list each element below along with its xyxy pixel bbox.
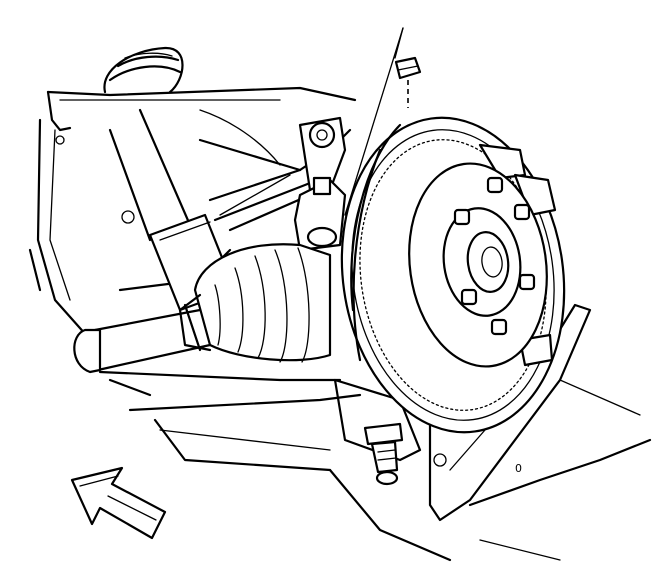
ball-joint (363, 422, 404, 486)
upper-control-arm (208, 116, 352, 222)
wheel-hub (408, 162, 548, 368)
callout-mark: 0 (515, 462, 522, 475)
wheel-stud (460, 288, 478, 306)
wheel-stud (453, 208, 471, 226)
coil-spring (103, 46, 184, 94)
wheel-studs (453, 176, 536, 336)
frame-structure (28, 86, 357, 347)
direction-arrow-icon (70, 466, 167, 540)
wheel-stud (486, 176, 504, 194)
lower-control-arm (73, 308, 362, 472)
wheel-stud (518, 273, 536, 291)
wheel-stud (490, 318, 508, 336)
ground-lines (328, 468, 561, 562)
wheel-stud (513, 203, 531, 221)
upper-ball-joint-nut (344, 27, 422, 216)
caliper-ears (478, 143, 557, 367)
